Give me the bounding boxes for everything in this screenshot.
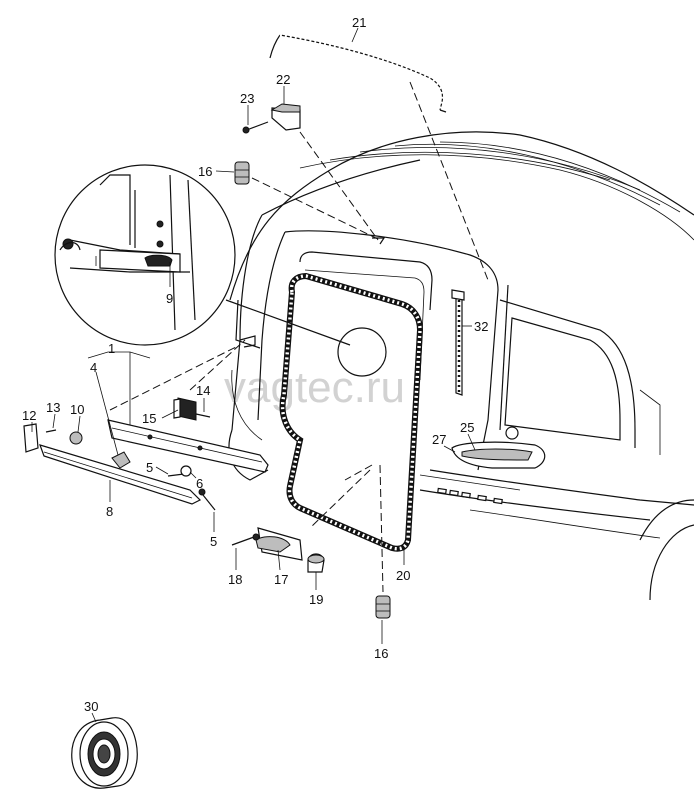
callout-12: 12 [22,408,36,423]
roof-seal-strip-part-21 [269,33,447,113]
callout-32: 32 [474,319,488,334]
callout-16-bottom: 16 [374,646,388,661]
callout-8: 8 [106,504,113,519]
callout-19: 19 [309,592,323,607]
callout-25: 25 [460,420,474,435]
callout-5-upper: 5 [146,460,153,475]
rail-assembly [23,335,269,511]
callout-30: 30 [84,699,98,714]
callout-22: 22 [276,72,290,87]
callout-10: 10 [70,402,84,417]
detail-magnifier [54,164,387,377]
callout-15: 15 [142,411,156,426]
callout-27: 27 [432,432,446,447]
callout-4: 4 [90,360,97,375]
bracket-parts-17-19 [231,527,325,573]
callout-leaders [31,27,476,723]
callout-17: 17 [274,572,288,587]
callout-16-top: 16 [198,164,212,179]
callout-18: 18 [228,572,242,587]
door-seal-part-20 [279,272,424,552]
trim-part-25-27 [451,441,546,469]
callout-23: 23 [240,91,254,106]
buffer-parts-16 [234,161,391,619]
dashed-leader-lines [251,81,489,593]
vertical-seal-part-32 [451,289,465,396]
callout-20: 20 [396,568,410,583]
callout-6: 6 [196,476,203,491]
tape-roll-part-30 [71,717,138,789]
callout-13: 13 [46,400,60,415]
bracket-parts-22-23 [242,103,301,134]
callout-5-lower: 5 [210,534,217,549]
callout-1: 1 [108,341,115,356]
callout-labels: 21 22 23 16 9 32 1 4 14 15 12 13 10 5 6 … [22,15,488,714]
watermark: vagtec.ru [224,363,405,412]
callout-9: 9 [166,291,173,306]
callout-14: 14 [196,383,210,398]
callout-21: 21 [352,15,366,30]
door-window [299,251,433,381]
